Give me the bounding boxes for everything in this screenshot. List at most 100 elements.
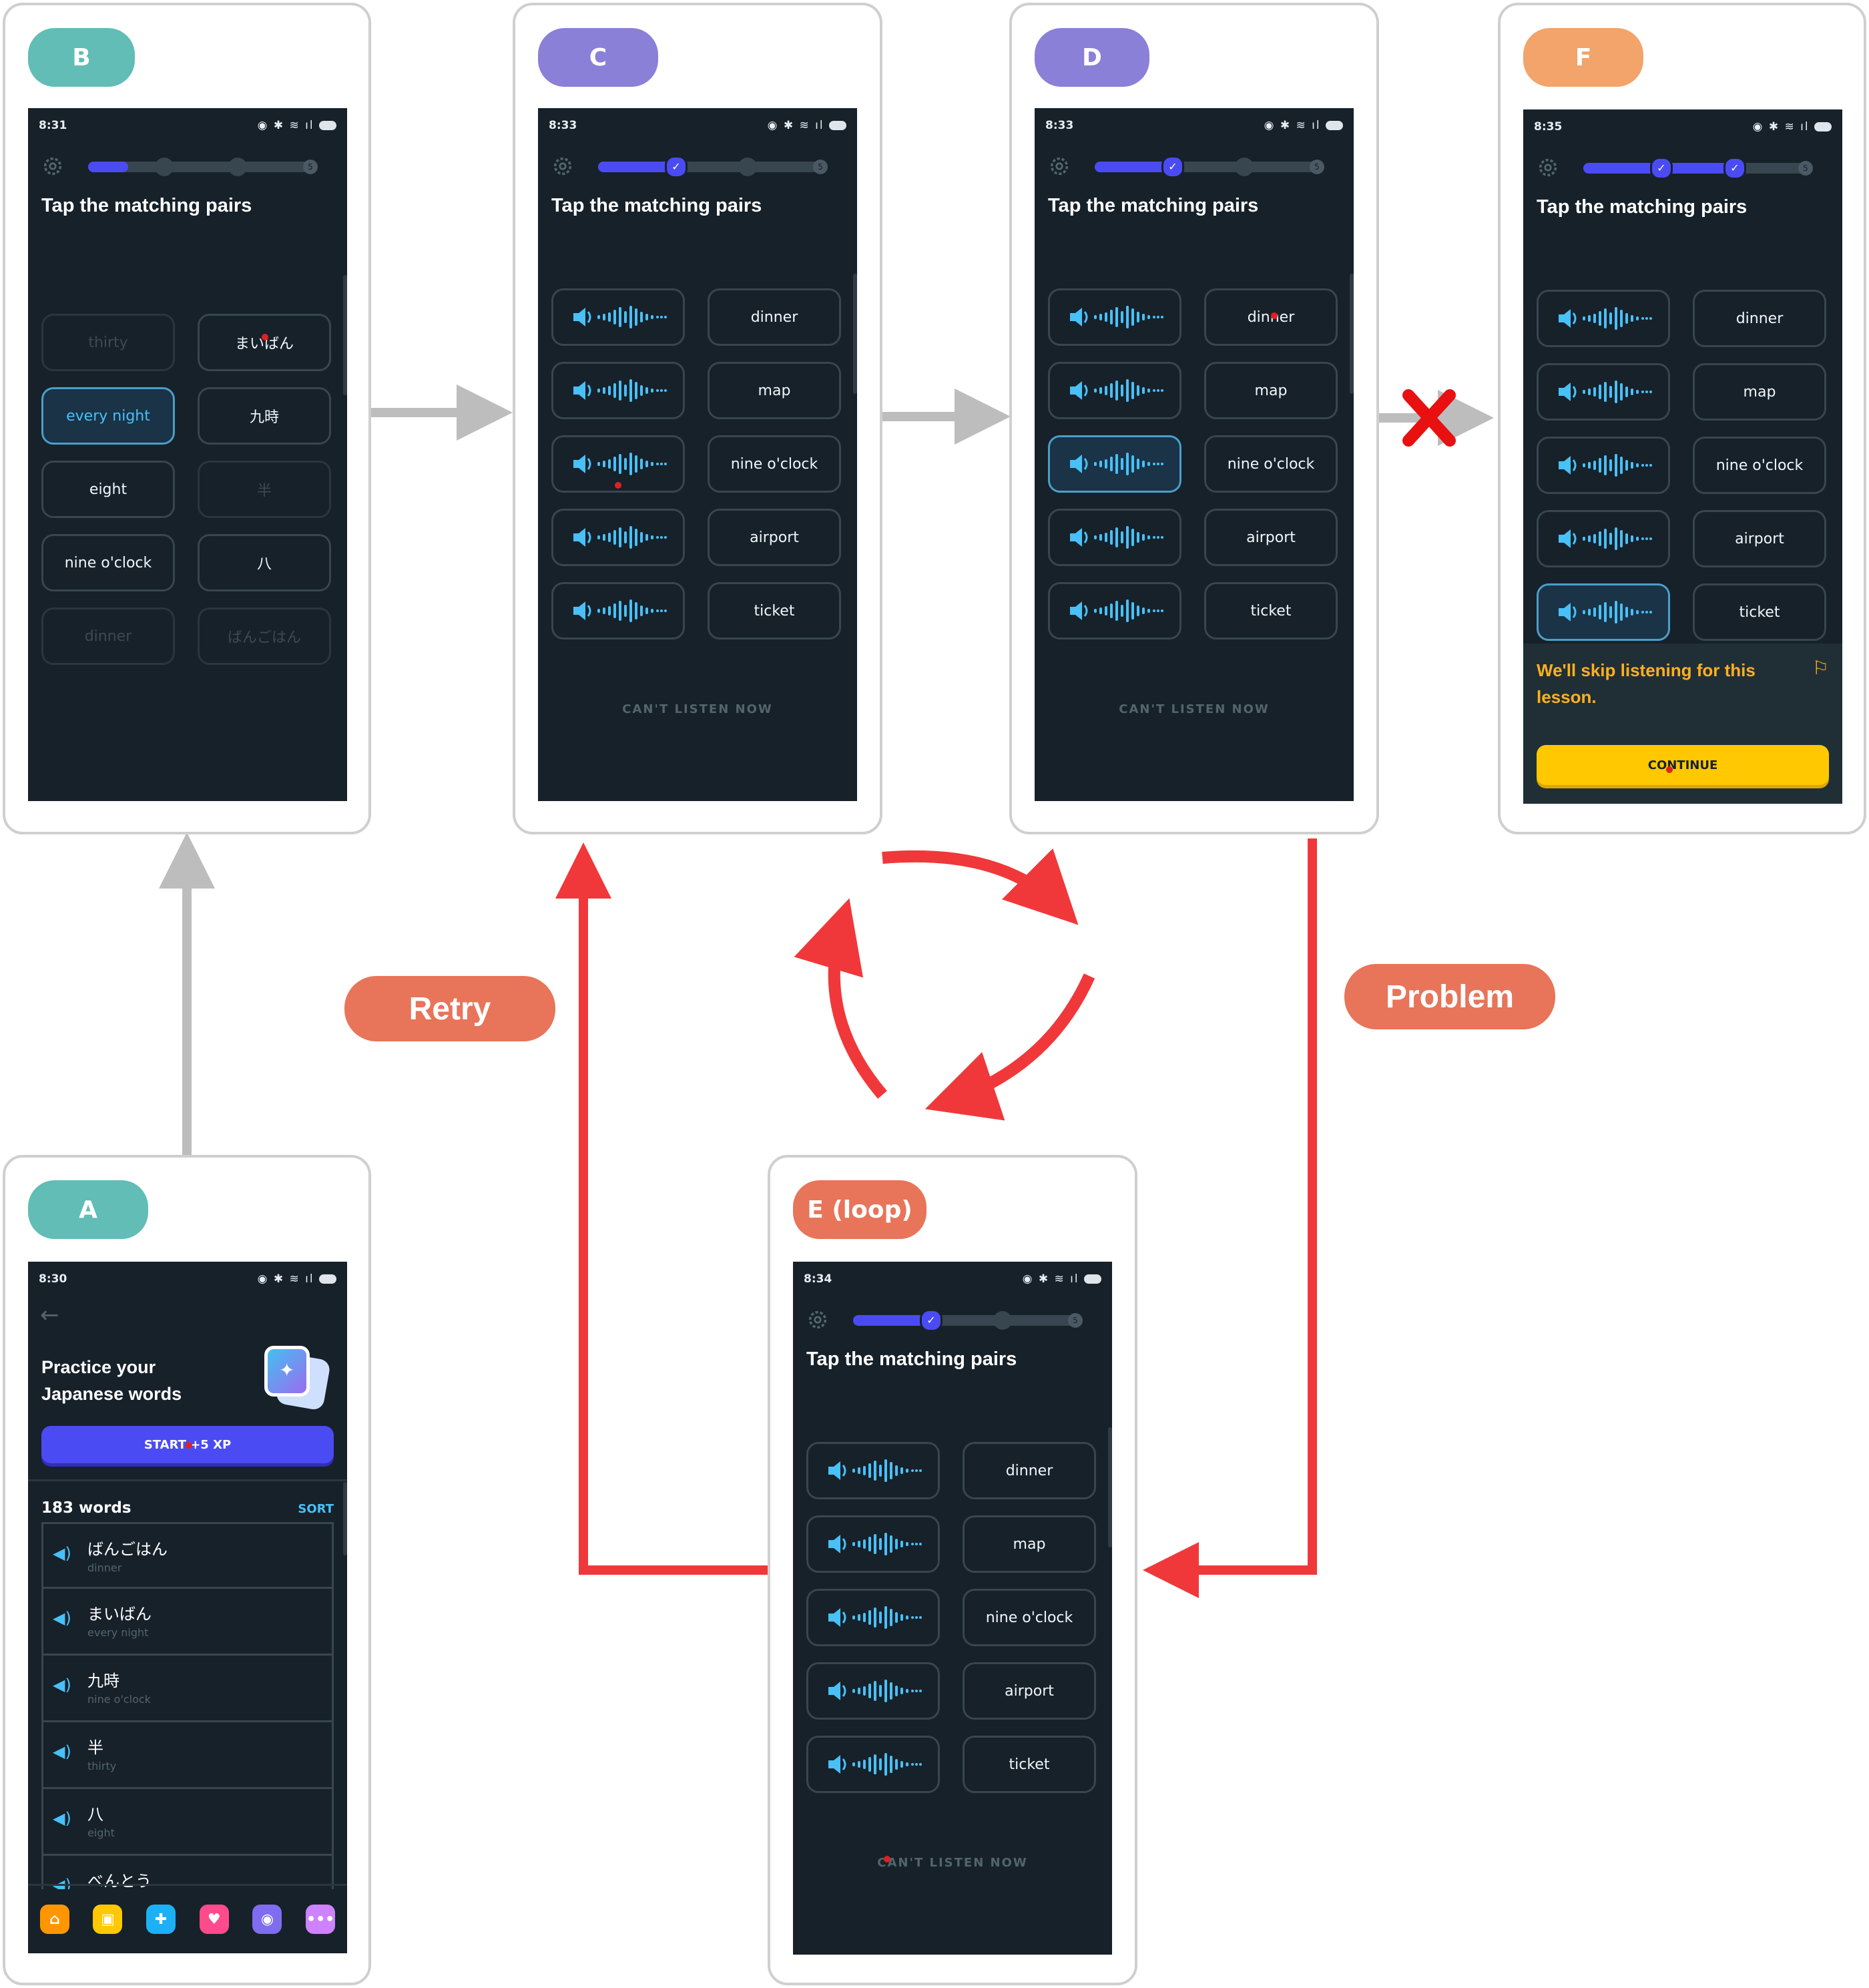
word-tile[interactable]: nine o'clock xyxy=(963,1589,1096,1646)
answer-tile[interactable]: dinner xyxy=(41,607,175,665)
audio-tile[interactable] xyxy=(1537,290,1670,347)
speaker-icon xyxy=(1065,521,1165,554)
gear-icon[interactable] xyxy=(1537,156,1559,179)
audio-tile[interactable] xyxy=(1048,435,1181,493)
speaker-icon[interactable]: ◀) xyxy=(53,1676,71,1694)
prompt-title: Tap the matching pairs xyxy=(806,1348,1017,1370)
word-jp: 八 xyxy=(87,1805,103,1824)
word-tile[interactable]: map xyxy=(708,362,841,419)
tag-d: D xyxy=(1035,28,1149,87)
problem-label: Problem xyxy=(1344,964,1555,1029)
word-tile[interactable]: airport xyxy=(1204,509,1338,566)
battery-icon xyxy=(1814,122,1832,132)
word-tile[interactable]: airport xyxy=(1693,510,1826,567)
audio-tile[interactable] xyxy=(551,288,685,346)
word-en: eight xyxy=(87,1826,115,1839)
audio-tile[interactable] xyxy=(551,362,685,419)
heart-icon[interactable]: ♥ xyxy=(199,1905,229,1934)
audio-tile[interactable] xyxy=(806,1736,940,1793)
speaker-icon[interactable]: ◀) xyxy=(53,1809,71,1828)
tap-marker xyxy=(884,1856,890,1862)
audio-tile[interactable] xyxy=(806,1662,940,1720)
audio-tile[interactable] xyxy=(1537,363,1670,421)
speaker-icon[interactable]: ◀) xyxy=(53,1609,71,1628)
more-icon[interactable]: ••• xyxy=(306,1905,336,1934)
answer-tile[interactable]: まいばん xyxy=(198,314,331,371)
audio-tile[interactable] xyxy=(1048,288,1181,346)
answer-tile[interactable]: thirty xyxy=(41,314,175,371)
word-tile[interactable]: nine o'clock xyxy=(1693,437,1826,494)
sort-button[interactable]: SORT xyxy=(298,1502,334,1516)
continue-button[interactable]: CONTINUE xyxy=(1537,745,1829,785)
gear-icon[interactable] xyxy=(1048,155,1071,178)
answer-tile[interactable]: 九時 xyxy=(198,387,331,445)
answer-tile[interactable]: every night xyxy=(41,387,175,445)
cant-listen-button[interactable]: CAN'T LISTEN NOW xyxy=(622,702,773,716)
word-tile[interactable]: ticket xyxy=(963,1736,1096,1793)
word-tile[interactable]: airport xyxy=(963,1662,1096,1720)
home-icon[interactable]: ⌂ xyxy=(39,1905,69,1934)
cant-listen-button[interactable]: CAN'T LISTEN NOW xyxy=(1119,702,1270,716)
word-tile[interactable]: ticket xyxy=(1693,583,1826,641)
audio-tile[interactable] xyxy=(551,509,685,566)
speaker-icon xyxy=(823,1601,923,1634)
back-arrow-icon[interactable]: ← xyxy=(40,1302,59,1328)
progress-bar: ✓✓5 xyxy=(1583,157,1813,180)
gear-icon[interactable] xyxy=(551,155,574,178)
speaker-icon xyxy=(1065,300,1165,334)
word-tile[interactable]: nine o'clock xyxy=(708,435,841,493)
audio-tile[interactable] xyxy=(806,1589,940,1646)
treasure-icon[interactable]: ▣ xyxy=(93,1905,123,1934)
word-tile[interactable]: map xyxy=(1204,362,1338,419)
audio-tile[interactable] xyxy=(1537,583,1670,641)
gear-icon[interactable] xyxy=(806,1308,829,1331)
word-tile[interactable]: dinner xyxy=(1693,290,1826,347)
planet-icon[interactable]: ◉ xyxy=(252,1905,282,1934)
prompt-title: Tap the matching pairs xyxy=(41,195,252,216)
word-tile[interactable]: dinner xyxy=(1204,288,1338,346)
speaker-icon[interactable]: ◀) xyxy=(53,1742,71,1761)
word-tile[interactable]: airport xyxy=(708,509,841,566)
status-bar: 8:34◉ ✱ ≋ ıl xyxy=(804,1272,1101,1286)
word-row[interactable]: ◀)べんとう xyxy=(41,1856,334,1889)
tag-b: B xyxy=(28,28,135,87)
answer-tile[interactable]: ばんごはん xyxy=(198,607,331,665)
answer-tile[interactable]: nine o'clock xyxy=(41,534,175,591)
status-bar: 8:33◉ ✱ ≋ ıl xyxy=(1045,119,1343,132)
cant-listen-button[interactable]: CAN'T LISTEN NOW xyxy=(877,1856,1028,1870)
speaker-icon[interactable]: ◀) xyxy=(53,1544,71,1563)
word-row[interactable]: ◀) 八 eight xyxy=(41,1789,334,1856)
audio-tile[interactable] xyxy=(1537,437,1670,494)
flag-icon[interactable]: ⚐ xyxy=(1812,657,1829,679)
speaker-icon[interactable]: ◀) xyxy=(53,1876,71,1889)
league-icon[interactable]: ✚ xyxy=(146,1905,176,1934)
audio-tile[interactable] xyxy=(806,1442,940,1499)
word-tile[interactable]: ticket xyxy=(708,582,841,640)
word-tile[interactable]: map xyxy=(963,1515,1096,1573)
word-tile[interactable]: dinner xyxy=(963,1442,1096,1499)
word-tile[interactable]: ticket xyxy=(1204,582,1338,640)
audio-tile[interactable] xyxy=(551,582,685,640)
audio-tile[interactable] xyxy=(1048,362,1181,419)
gear-icon[interactable] xyxy=(41,155,64,178)
audio-tile[interactable] xyxy=(1048,582,1181,640)
tap-marker xyxy=(615,482,621,489)
blocked-x-icon xyxy=(1402,389,1456,447)
word-tile[interactable]: nine o'clock xyxy=(1204,435,1338,493)
word-tile[interactable]: map xyxy=(1693,363,1826,421)
audio-tile[interactable] xyxy=(551,435,685,493)
word-tile[interactable]: dinner xyxy=(708,288,841,346)
answer-tile[interactable]: eight xyxy=(41,461,175,518)
speaker-icon xyxy=(1065,594,1165,628)
answer-tile[interactable]: 八 xyxy=(198,534,331,591)
audio-tile[interactable] xyxy=(1537,510,1670,567)
audio-tile[interactable] xyxy=(806,1515,940,1573)
answer-tile[interactable]: 半 xyxy=(198,461,331,518)
audio-tile[interactable] xyxy=(1048,509,1181,566)
